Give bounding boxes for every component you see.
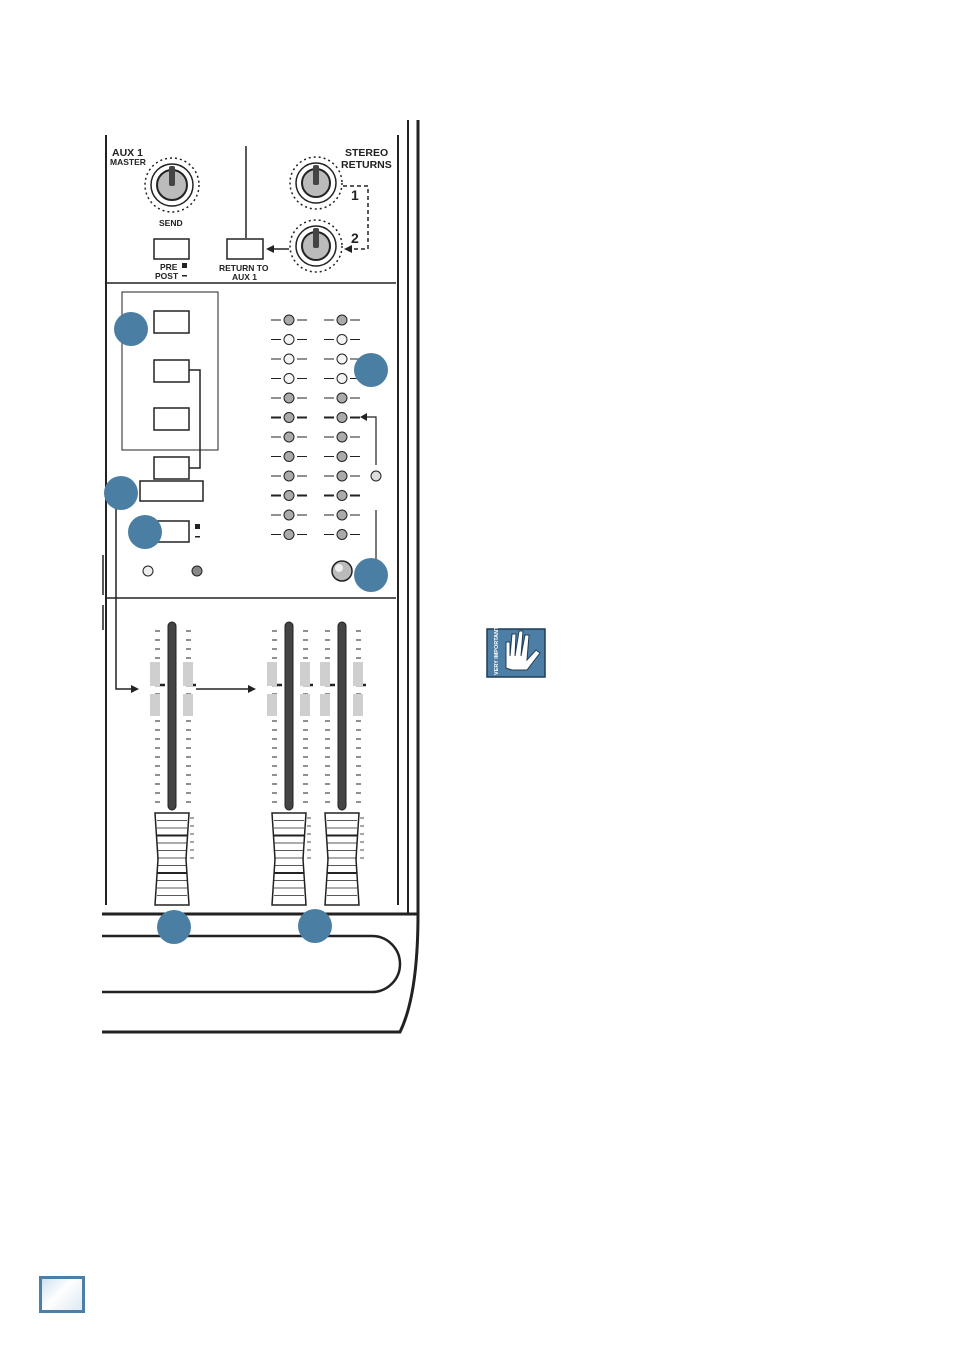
meter-led-right xyxy=(337,432,347,442)
fader-shaded-zone xyxy=(150,694,160,716)
meter-led-right xyxy=(337,374,347,384)
fader-shaded-zone xyxy=(267,662,277,686)
aux1-subtitle: MASTER xyxy=(110,157,146,167)
switch-button-2[interactable] xyxy=(154,360,189,382)
fader-shaded-zone xyxy=(183,694,193,716)
fader-shaded-zone xyxy=(320,662,330,686)
callout-marker-5 xyxy=(354,558,388,592)
fader-shaded-zone xyxy=(267,694,277,716)
switch-button-3[interactable] xyxy=(154,408,189,430)
meter-led-right xyxy=(337,335,347,345)
meter-led-left xyxy=(284,432,294,442)
fader-cap xyxy=(272,813,306,905)
aux1-master-knob[interactable] xyxy=(145,158,199,212)
stereo-return-number-2: 2 xyxy=(351,230,359,246)
return-arrowhead-icon xyxy=(266,245,274,253)
fader-shaded-zone xyxy=(353,662,363,686)
fader-shaded-zone xyxy=(353,694,363,716)
meter-led-left xyxy=(284,471,294,481)
meter-led-right xyxy=(337,393,347,403)
page-number-badge xyxy=(39,1276,85,1313)
very-important-hand-icon: VERY IMPORTANT xyxy=(487,626,545,677)
meter-led-left xyxy=(284,335,294,345)
fader-shaded-zone xyxy=(300,694,310,716)
level-meter xyxy=(271,315,360,540)
switch-button-1[interactable] xyxy=(154,311,189,333)
meter-led-left xyxy=(284,315,294,325)
meter-pointer-arrowhead-icon xyxy=(360,413,367,421)
fader-cap xyxy=(155,813,189,905)
post-indicator-icon xyxy=(182,275,187,277)
fader-shaded-zone xyxy=(183,662,193,686)
post-label: POST xyxy=(155,271,179,281)
fader-slot xyxy=(168,622,176,810)
fader-shaded-zone xyxy=(320,694,330,716)
stereo-return-1-knob[interactable] xyxy=(290,157,342,209)
pre-indicator-icon xyxy=(182,263,187,268)
meter-led-right xyxy=(337,530,347,540)
meter-led-left xyxy=(284,374,294,384)
callout-marker-7 xyxy=(298,909,332,943)
meter-led-left xyxy=(284,452,294,462)
callout-marker-6 xyxy=(157,910,191,944)
pre-post-button[interactable] xyxy=(154,239,189,259)
meter-led-right xyxy=(337,471,347,481)
meter-led-left xyxy=(284,413,294,423)
return-to-aux-button[interactable] xyxy=(227,239,263,259)
stereo-returns-title-2: RETURNS xyxy=(341,159,392,171)
large-led-indicator xyxy=(332,561,352,581)
meter-led-right xyxy=(337,452,347,462)
stereo-return-arrowhead-icon xyxy=(344,245,352,253)
meter-led-left xyxy=(284,510,294,520)
callout-marker-1 xyxy=(114,312,148,346)
fader-shaded-zone xyxy=(150,662,160,686)
stereo-return-number-1: 1 xyxy=(351,187,359,203)
meter-led-left xyxy=(284,354,294,364)
meter-led-left xyxy=(284,491,294,501)
meter-pre-indicator-icon xyxy=(195,524,200,529)
fader-shaded-zone xyxy=(300,662,310,686)
meter-side-led xyxy=(371,471,381,481)
meter-led-left xyxy=(284,530,294,540)
fader-section xyxy=(150,622,366,905)
meter-pointer-line xyxy=(366,417,376,465)
aux1-send-label: SEND xyxy=(159,218,183,228)
fader-cap xyxy=(325,813,359,905)
large-led-highlight xyxy=(335,564,343,572)
fader-slot xyxy=(338,622,346,810)
switch-button-4[interactable] xyxy=(154,457,189,479)
very-important-text: VERY IMPORTANT xyxy=(494,626,500,675)
button-link-bracket xyxy=(189,370,200,468)
meter-led-left xyxy=(284,393,294,403)
signal-flow-arrowhead-right-icon xyxy=(248,685,256,693)
meter-led-right xyxy=(337,354,347,364)
return-to-label-2: AUX 1 xyxy=(232,272,257,282)
callout-marker-4 xyxy=(128,515,162,549)
wide-switch-button[interactable] xyxy=(140,481,203,501)
led-indicator-left xyxy=(143,566,153,576)
meter-led-right xyxy=(337,315,347,325)
meter-led-right xyxy=(337,491,347,501)
signal-flow-arrowhead-left-icon xyxy=(131,685,139,693)
stereo-returns-title-1: STEREO xyxy=(345,147,388,159)
stereo-return-2-knob[interactable] xyxy=(290,220,342,272)
fader-slot xyxy=(285,622,293,810)
meter-led-right xyxy=(337,413,347,423)
callout-marker-2 xyxy=(354,353,388,387)
led-indicator-right xyxy=(192,566,202,576)
meter-post-indicator-icon xyxy=(195,536,200,538)
callout-marker-3 xyxy=(104,476,138,510)
meter-led-right xyxy=(337,510,347,520)
